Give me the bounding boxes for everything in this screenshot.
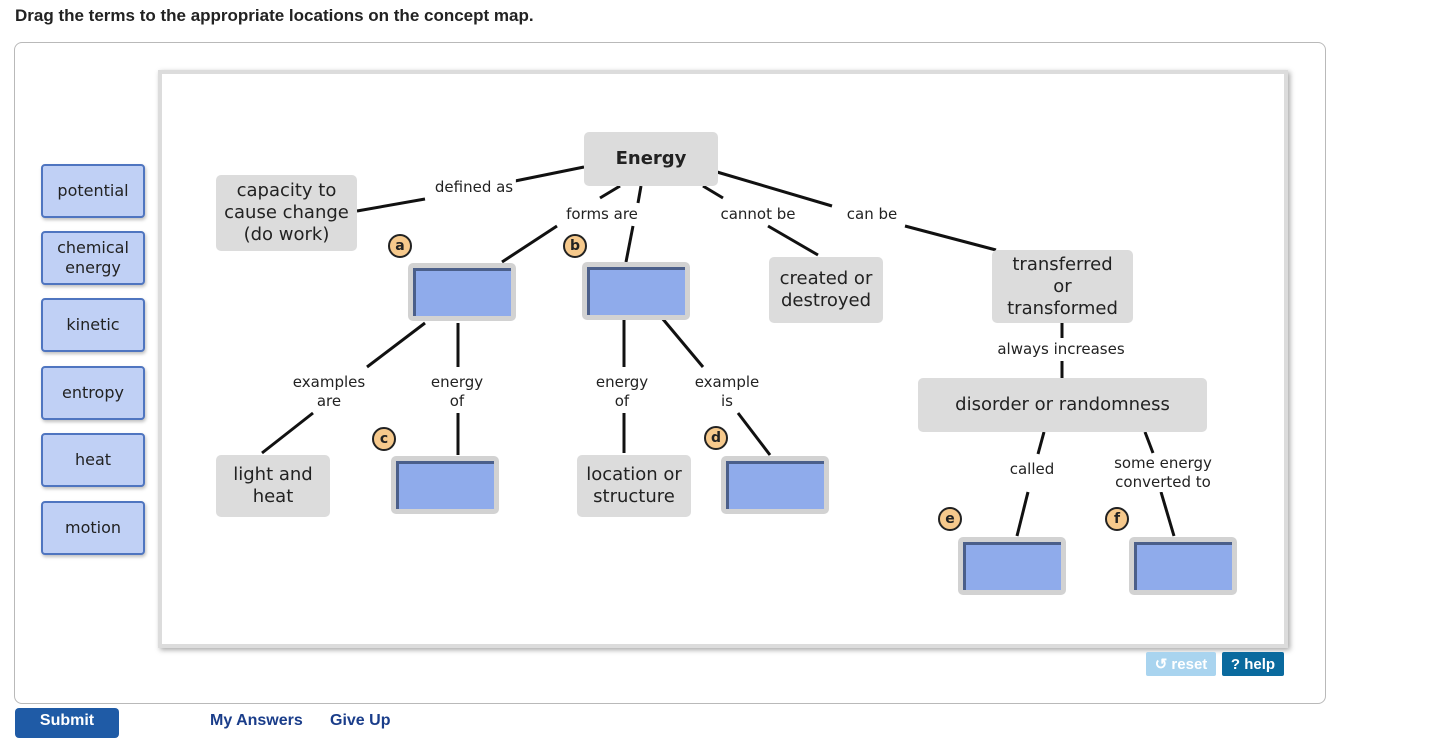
link-can-be: can be (843, 205, 901, 224)
instructions: Drag the terms to the appropriate locati… (15, 6, 534, 25)
node-transferred: transferred or transformed (992, 250, 1133, 323)
reset-button[interactable]: ↺ reset (1146, 652, 1216, 676)
term-motion[interactable]: motion (41, 501, 145, 555)
my-answers-link[interactable]: My Answers (210, 712, 303, 729)
link-some-energy: some energy converted to (1111, 454, 1215, 492)
term-kinetic[interactable]: kinetic (41, 298, 145, 352)
badge-a: a (388, 234, 412, 258)
concept-map (158, 70, 1288, 648)
drop-target-d[interactable] (721, 456, 829, 514)
badge-c: c (372, 427, 396, 451)
node-disorder: disorder or randomness (918, 378, 1207, 432)
term-potential[interactable]: potential (41, 164, 145, 218)
badge-f: f (1105, 507, 1129, 531)
link-examples-are: examples are (289, 373, 369, 411)
node-light-and-heat: light and heat (216, 455, 330, 517)
badge-d: d (704, 426, 728, 450)
drop-target-f[interactable] (1129, 537, 1237, 595)
give-up-link[interactable]: Give Up (330, 712, 391, 729)
drop-target-e[interactable] (958, 537, 1066, 595)
help-button[interactable]: ? help (1222, 652, 1284, 676)
drop-target-a[interactable] (408, 263, 516, 321)
link-energy-of-1: energy of (427, 373, 487, 411)
node-location-or-structure: location or structure (577, 455, 691, 517)
link-cannot-be: cannot be (717, 205, 799, 224)
drop-target-c[interactable] (391, 456, 499, 514)
link-defined-as: defined as (431, 178, 517, 197)
node-created-or-destroyed: created or destroyed (769, 257, 883, 323)
node-energy: Energy (584, 132, 718, 186)
term-chemical-energy[interactable]: chemical energy (41, 231, 145, 285)
badge-e: e (938, 507, 962, 531)
term-entropy[interactable]: entropy (41, 366, 145, 420)
link-example-is: example is (691, 373, 763, 411)
badge-b: b (563, 234, 587, 258)
drop-target-b[interactable] (582, 262, 690, 320)
link-always-increases: always increases (994, 340, 1128, 359)
link-energy-of-2: energy of (592, 373, 652, 411)
node-capacity: capacity to cause change (do work) (216, 175, 357, 251)
submit-button[interactable]: Submit (15, 708, 119, 738)
link-forms-are: forms are (563, 205, 641, 224)
term-heat[interactable]: heat (41, 433, 145, 487)
link-called: called (1006, 460, 1058, 479)
